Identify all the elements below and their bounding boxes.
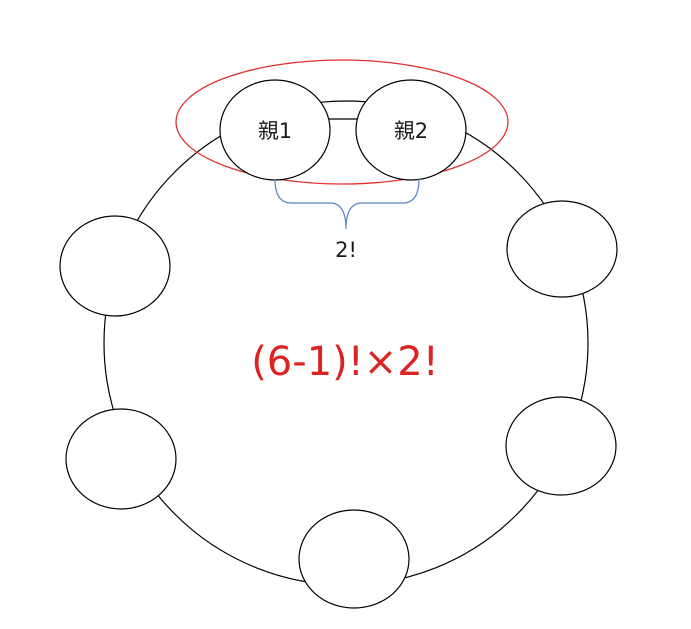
seat-circle [506,200,618,298]
parent-seat-label: 親1 [258,119,292,143]
parent-seat: 親2 [355,79,467,181]
brace-label: 2! [335,238,357,262]
parent-group-ring [175,59,509,185]
seat-circle [59,215,171,317]
parent-seat: 親1 [219,79,331,181]
formula-text: (6-1)!×2! [251,339,439,385]
seat-circle [505,396,617,496]
seat-circle [298,509,410,609]
seat-circle [65,408,177,510]
parent-seat-label: 親2 [394,119,428,143]
curly-brace [274,178,420,230]
parent-seat-circle [355,79,467,181]
